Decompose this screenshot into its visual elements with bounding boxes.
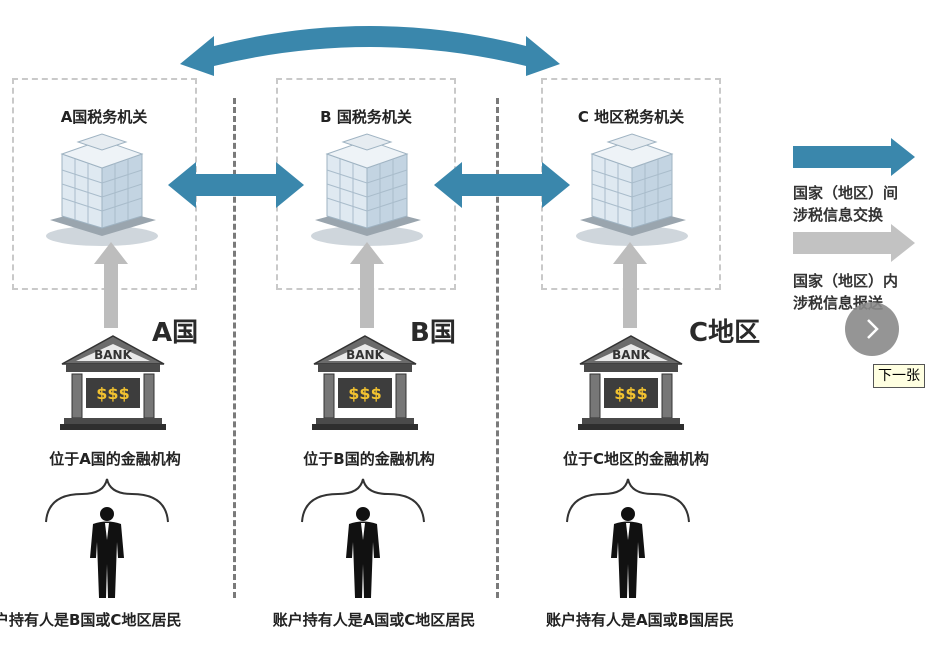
legend-grey-text: 国家（地区）内 涉税信息报送 xyxy=(793,272,899,312)
bank-sign: BANK xyxy=(612,348,650,362)
institution-label-c: 位于C地区的金融机构 xyxy=(562,450,709,468)
report-arrow-b xyxy=(350,242,384,328)
exchange-arrow-b-c xyxy=(434,162,570,208)
tax-authority-title-a: A国税务机关 xyxy=(60,108,148,126)
tax-authority-title-b: B 国税务机关 xyxy=(320,108,412,126)
institution-label-b: 位于B国的金融机构 xyxy=(303,450,435,468)
holder-label-c: 账户持有人是A国或B国居民 xyxy=(545,611,735,629)
chevron-right-icon xyxy=(867,319,879,339)
holder-label-b: 账户持有人是A国或C地区居民 xyxy=(272,611,476,629)
bank-money: $$$ xyxy=(96,384,130,403)
country-label-c: C地区 xyxy=(689,318,761,348)
next-image-button[interactable] xyxy=(845,302,899,356)
report-arrow-c xyxy=(613,242,647,328)
person-icon xyxy=(346,507,380,598)
bank-icon: BANK $$$ xyxy=(578,334,684,430)
country-label-b: B国 xyxy=(410,318,456,348)
divider-a-b xyxy=(233,98,236,598)
country-label-a: A国 xyxy=(152,318,199,348)
bank-money: $$$ xyxy=(614,384,648,403)
legend-blue-text: 国家（地区）间 涉税信息交换 xyxy=(793,184,899,224)
building-icon xyxy=(576,133,688,246)
brace-icon xyxy=(45,478,169,523)
legend-grey-arrow xyxy=(793,224,915,262)
brace-icon xyxy=(566,478,690,523)
tax-authority-title-c: C 地区税务机关 xyxy=(577,108,685,126)
legend-blue-arrow xyxy=(793,138,915,176)
bank-sign: BANK xyxy=(346,348,384,362)
bank-icon: BANK $$$ xyxy=(312,334,418,430)
institution-label-a: 位于A国的金融机构 xyxy=(49,450,181,468)
divider-b-c xyxy=(496,98,499,598)
person-icon xyxy=(611,507,645,598)
brace-icon xyxy=(301,478,425,523)
holder-label-a: 户持有人是B国或C地区居民 xyxy=(0,611,182,629)
bank-sign: BANK xyxy=(94,348,132,362)
exchange-arrow-a-b xyxy=(168,162,304,208)
bank-icon: BANK $$$ xyxy=(60,334,166,430)
person-icon xyxy=(90,507,124,598)
next-image-tooltip: 下一张 xyxy=(873,364,925,388)
building-icon xyxy=(311,133,423,246)
building-icon xyxy=(46,133,158,246)
curved-exchange-arrow-a-c xyxy=(180,26,560,76)
report-arrow-a xyxy=(94,242,128,328)
bank-money: $$$ xyxy=(348,384,382,403)
